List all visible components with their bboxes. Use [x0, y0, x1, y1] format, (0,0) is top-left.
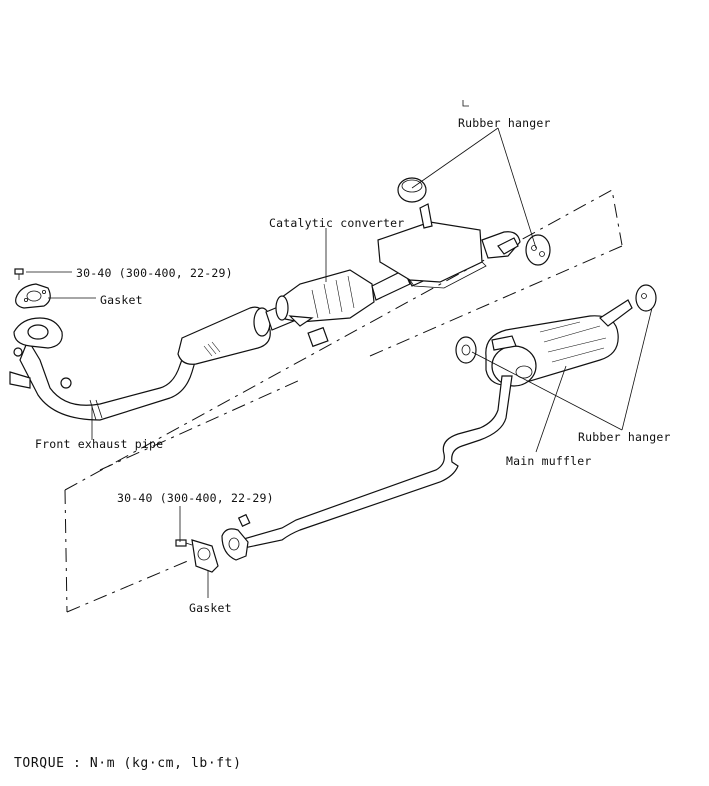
front-bolt	[14, 268, 24, 280]
front-gasket	[15, 283, 51, 309]
main-muffler-label: Main muffler	[506, 454, 592, 468]
rear-gasket-label: Gasket	[189, 601, 232, 615]
leader-lines	[26, 127, 653, 598]
front-exhaust-pipe-label: Front exhaust pipe	[35, 437, 164, 451]
torque-units-note: TORQUE : N·m (kg·cm, lb·ft)	[14, 756, 242, 771]
rubber-hanger-rear-left	[455, 336, 477, 364]
tail-pipe	[221, 375, 513, 561]
rear-gasket	[191, 539, 219, 573]
catalytic-converter	[275, 269, 411, 348]
catalytic-converter-label: Catalytic converter	[269, 216, 405, 230]
front-exhaust-pipe	[9, 317, 201, 421]
rubber-hanger-top-left	[397, 177, 427, 203]
rear-torque-spec-label: 30-40 (300-400, 22-29)	[117, 491, 274, 505]
main-muffler	[485, 299, 633, 387]
assembly-boundary	[64, 189, 623, 613]
rubber-hanger-right-label: Rubber hanger	[578, 430, 671, 444]
rubber-hanger-rear-right	[635, 284, 657, 312]
center-pipe	[377, 203, 521, 289]
front-torque-spec-label: 30-40 (300-400, 22-29)	[76, 266, 233, 280]
front-gasket-label: Gasket	[100, 293, 143, 307]
corner-mark	[462, 100, 469, 107]
rear-bolt	[175, 539, 193, 547]
rubber-hanger-top-right	[525, 234, 551, 266]
rubber-hanger-top-label: Rubber hanger	[458, 116, 551, 130]
